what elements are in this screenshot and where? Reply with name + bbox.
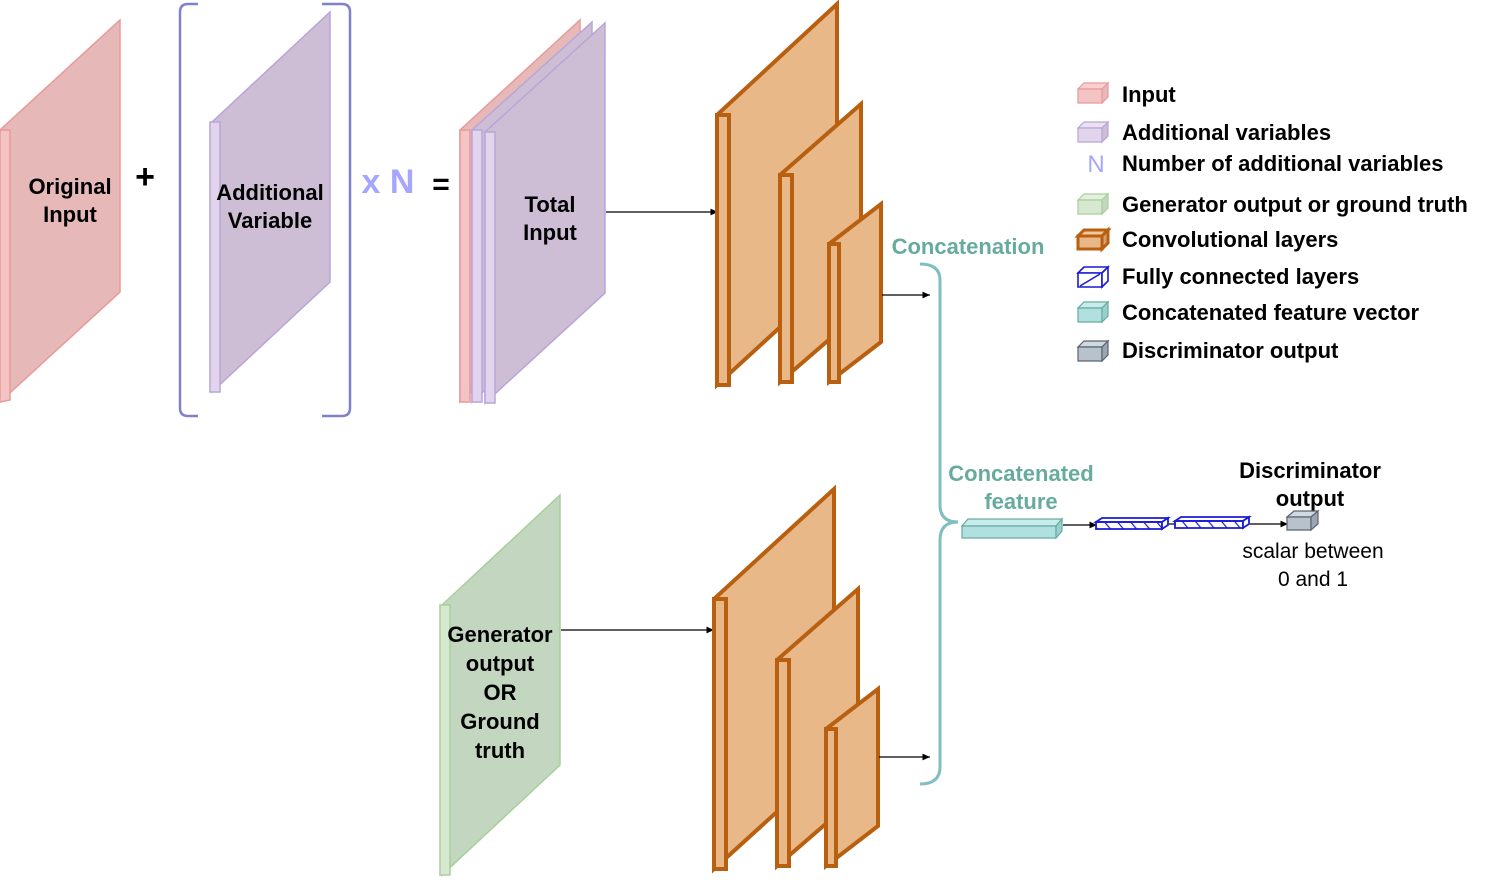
legend-conv-label: Convolutional layers [1122, 227, 1338, 252]
additional-cube-icon [1076, 120, 1110, 144]
disc-cube-icon [1076, 339, 1110, 363]
generator-label-2: output [466, 651, 535, 676]
concatenated-feature-label-2: feature [984, 489, 1057, 514]
additional-variable-bracket [178, 2, 352, 418]
total-input-label-2: Input [523, 220, 577, 245]
equals-sign: = [432, 168, 450, 201]
bottom-conv-layers [712, 484, 880, 874]
fc-layer-2 [1172, 515, 1252, 530]
conv-cube-icon [1074, 226, 1112, 253]
original-input-label-1: Original [28, 174, 111, 199]
additional-variable-label-2: Variable [228, 208, 312, 233]
fc-cube-icon [1076, 265, 1110, 289]
total-input-block: Total Input [459, 18, 606, 405]
concatenation-brace [919, 262, 959, 786]
concatenated-feature-vector [960, 517, 1064, 540]
scalar-label-2: 0 and 1 [1278, 568, 1348, 591]
fc-layer-1 [1093, 516, 1171, 531]
discriminator-output-cube [1285, 509, 1320, 532]
generator-block: Generator output OR Ground truth [439, 493, 561, 877]
legend-additional-label: Additional variables [1122, 120, 1331, 145]
legend-input-label: Input [1122, 82, 1176, 107]
discriminator-output-label-2: output [1276, 486, 1345, 511]
generator-label-5: truth [475, 738, 525, 763]
legend-concat-label: Concatenated feature vector [1122, 300, 1420, 325]
additional-variable-label-1: Additional [216, 180, 324, 205]
generator-label-4: Ground [460, 709, 539, 734]
original-input-label-2: Input [43, 202, 97, 227]
times-n-label: x N [362, 163, 415, 201]
legend-n-label: Number of additional variables [1122, 151, 1444, 176]
plus-sign: + [135, 158, 155, 196]
scalar-label-1: scalar between [1242, 540, 1383, 563]
input-cube-icon [1076, 81, 1110, 105]
additional-variable-block: Additional Variable [209, 10, 331, 394]
generator-label-3: OR [484, 680, 517, 705]
concat-cube-icon [1076, 300, 1110, 324]
generator-label-1: Generator [447, 622, 553, 647]
n-letter-icon: N [1087, 151, 1104, 178]
original-input-block: Original Input [0, 18, 121, 404]
top-conv-layers [715, 0, 883, 390]
concatenated-feature-label-1: Concatenated [948, 461, 1093, 486]
legend: Input Additional variables N Number of a… [1074, 81, 1468, 363]
legend-disc-label: Discriminator output [1122, 338, 1339, 363]
generator-cube-icon [1076, 192, 1110, 216]
concatenation-label: Concatenation [892, 234, 1045, 259]
discriminator-output-label-1: Discriminator [1239, 458, 1381, 483]
legend-generator-label: Generator output or ground truth [1122, 192, 1468, 217]
total-input-label-1: Total [525, 192, 576, 217]
legend-fc-label: Fully connected layers [1122, 264, 1359, 289]
